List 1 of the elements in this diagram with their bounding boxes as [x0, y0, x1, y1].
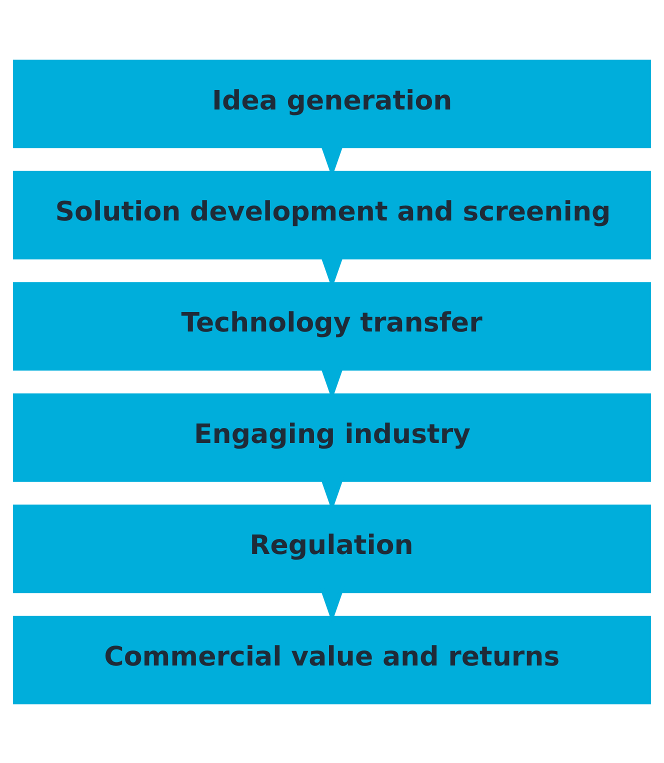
node-box: Commercial value and returns	[13, 615, 651, 704]
